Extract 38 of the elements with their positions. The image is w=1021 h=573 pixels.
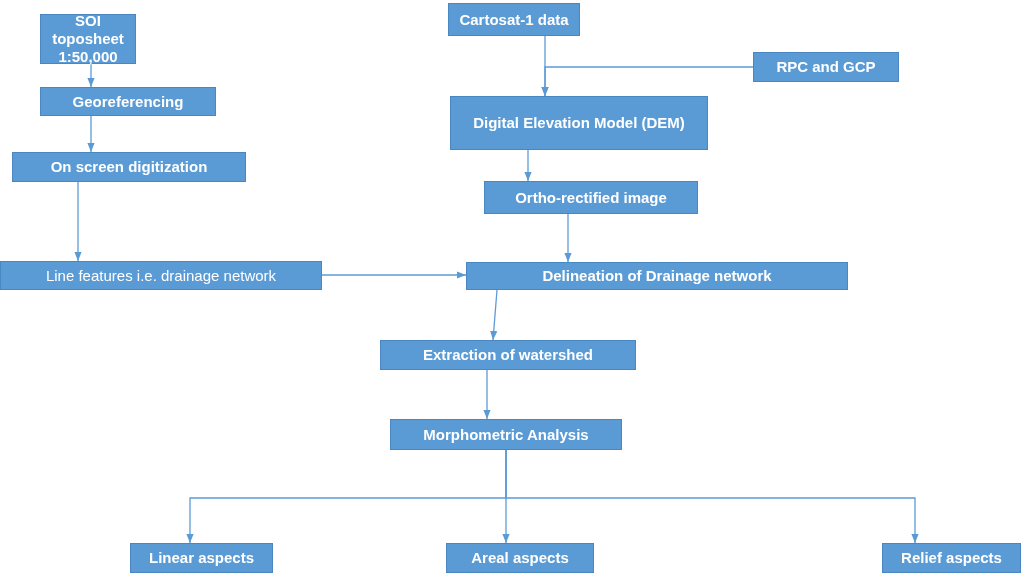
arrow — [564, 213, 572, 263]
process-box — [0, 261, 322, 290]
process-box — [390, 419, 622, 450]
box-label: On screen digitization — [50, 158, 208, 176]
arrow — [483, 369, 491, 420]
box-label: Linear aspects — [148, 549, 255, 567]
arrow — [541, 66, 754, 97]
arrow — [524, 149, 532, 182]
process-box — [40, 87, 216, 116]
box-label: Morphometric Analysis — [423, 425, 589, 444]
arrow — [490, 289, 498, 341]
process-box — [380, 340, 636, 370]
box-label: Relief aspects — [901, 549, 1002, 567]
arrow — [87, 63, 95, 88]
process-box — [40, 14, 136, 64]
box-label: Ortho-rectified image — [515, 188, 667, 207]
box-label: Cartosat-1 data — [459, 10, 569, 29]
box-label: Extraction of watershed — [422, 346, 593, 364]
box-label: Georeferencing — [72, 92, 184, 111]
box-label: Digital Elevation Model (DEM) — [473, 114, 685, 132]
process-box — [882, 543, 1021, 573]
process-box — [753, 52, 899, 82]
box-label: Areal aspects — [471, 549, 569, 567]
arrow — [87, 115, 95, 153]
box-label: Delineation of Drainage network — [542, 267, 772, 285]
arrow — [321, 271, 467, 279]
process-box — [484, 181, 698, 214]
process-box — [466, 262, 848, 290]
box-label: RPC and GCP — [776, 58, 876, 76]
arrow — [505, 449, 919, 544]
process-box — [450, 96, 708, 150]
process-box — [130, 543, 273, 573]
process-box — [446, 543, 594, 573]
box-label: Line features i.e. drainage network — [45, 266, 277, 285]
process-box — [448, 3, 580, 36]
arrow — [74, 181, 82, 262]
box-label: SOI toposheet 1:50,000 — [51, 12, 125, 66]
process-box — [12, 152, 246, 182]
